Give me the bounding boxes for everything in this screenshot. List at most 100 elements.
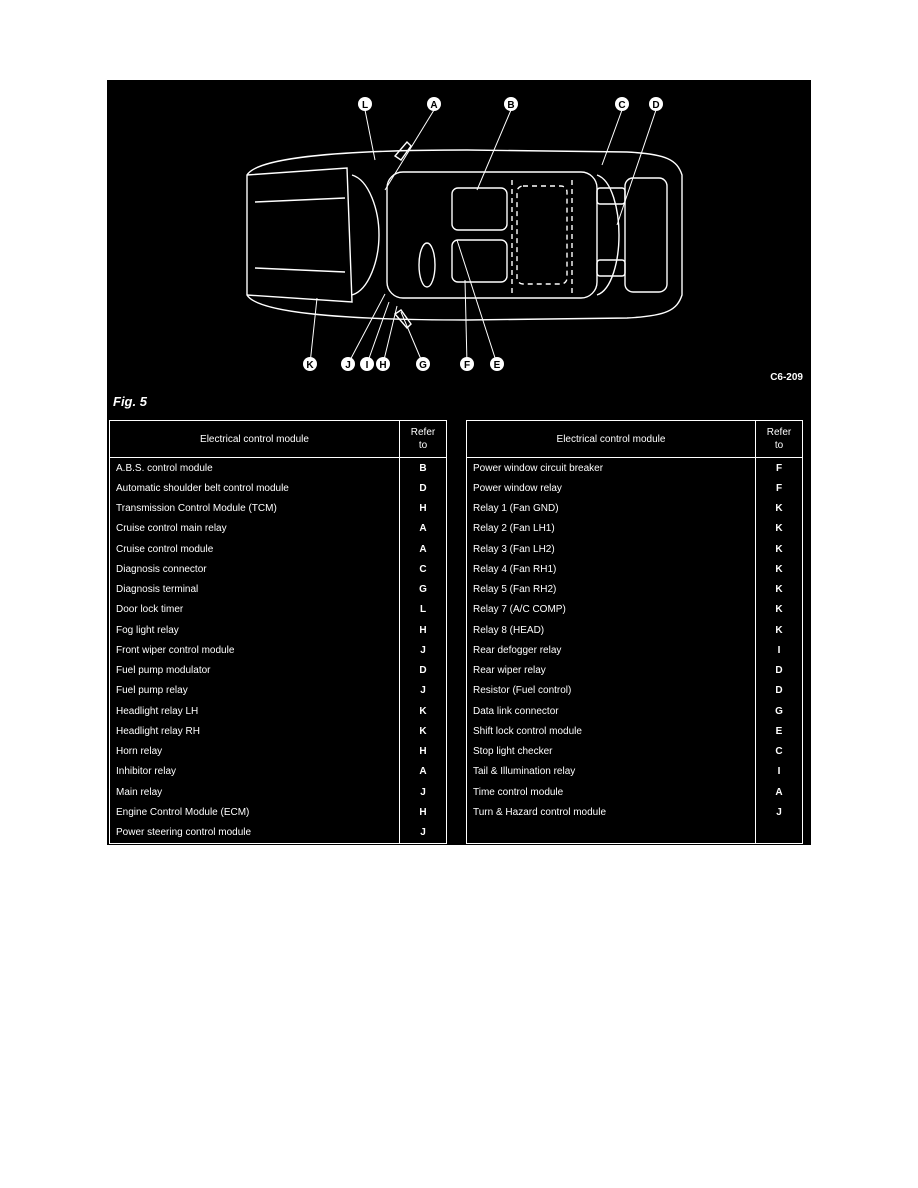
- car-cabin: [386, 171, 598, 299]
- module-name-cell: Door lock timer: [109, 599, 400, 620]
- module-name-cell: Relay 1 (Fan GND): [466, 498, 756, 519]
- svg-text:G: G: [419, 360, 427, 371]
- header-refer-line1: Refer: [766, 427, 792, 438]
- car-body-outline: [246, 149, 683, 321]
- callout-C: C: [615, 97, 629, 111]
- table-row: Headlight relay RH K: [109, 721, 447, 742]
- callout-A: A: [427, 97, 441, 111]
- refer-to-cell: K: [775, 503, 783, 515]
- callout-J: J: [341, 357, 355, 371]
- module-name-cell: Fog light relay: [109, 620, 400, 641]
- callout-H: H: [376, 357, 390, 371]
- table-row: A.B.S. control module B: [109, 457, 447, 479]
- table-row: Fog light relay H: [109, 620, 447, 641]
- figure-caption: Fig. 5: [113, 394, 147, 409]
- callout-G: G: [416, 357, 430, 371]
- header-refer-line2: to: [418, 440, 428, 451]
- module-name-cell: Transmission Control Module (TCM): [109, 498, 400, 519]
- refer-to-cell: K: [419, 725, 427, 737]
- module-name-cell: Data link connector: [466, 701, 756, 722]
- table-row: Transmission Control Module (TCM) H: [109, 498, 447, 519]
- refer-to-cell: J: [420, 786, 426, 798]
- module-name-cell: Diagnosis terminal: [109, 579, 400, 600]
- module-name-cell: Tail & Illumination relay: [466, 761, 756, 782]
- module-name-cell: Relay 8 (HEAD): [466, 620, 756, 641]
- module-name-cell: Horn relay: [109, 741, 400, 762]
- refer-to-cell: F: [775, 482, 783, 494]
- refer-to-cell: J: [420, 644, 426, 656]
- header-refer: Refer to: [399, 420, 447, 458]
- svg-text:J: J: [345, 360, 351, 371]
- header-refer: Refer to: [755, 420, 803, 458]
- module-name-cell: Inhibitor relay: [109, 761, 400, 782]
- module-name-cell: Main relay: [109, 782, 400, 803]
- refer-to-cell: K: [419, 705, 427, 717]
- refer-to-cell: H: [419, 746, 427, 758]
- svg-text:A: A: [430, 100, 437, 111]
- svg-text:C: C: [618, 100, 625, 111]
- refer-to-cell: G: [419, 584, 427, 596]
- table-row: Inhibitor relay A: [109, 761, 447, 782]
- refer-to-cell: G: [775, 705, 783, 717]
- table-row: Relay 8 (HEAD)K: [466, 620, 803, 641]
- car-windshield: [351, 174, 380, 296]
- table-row: Relay 4 (Fan RH1)K: [466, 559, 803, 580]
- module-name-cell: Turn & Hazard control module: [466, 802, 756, 823]
- module-name-cell: Headlight relay LH: [109, 701, 400, 722]
- module-name-cell: Relay 3 (Fan LH2): [466, 539, 756, 560]
- module-table-right: Electrical control module Refer to Power…: [466, 420, 803, 844]
- module-name-cell: Diagnosis connector: [109, 559, 400, 580]
- module-name-cell: Headlight relay RH: [109, 721, 400, 742]
- module-name-cell: Resistor (Fuel control): [466, 680, 756, 701]
- module-name-cell: Automatic shoulder belt control module: [109, 478, 400, 499]
- table-row: Data link connector G: [466, 701, 803, 722]
- module-name-cell: [466, 822, 756, 844]
- table-row: Front wiper control module J: [109, 640, 447, 661]
- figure-code: C6-209: [770, 372, 803, 383]
- table-row: Horn relay H: [109, 741, 447, 762]
- module-name-cell: Power window circuit breaker: [466, 457, 756, 479]
- module-name-cell: A.B.S. control module: [109, 457, 400, 479]
- refer-to-cell: D: [419, 665, 427, 677]
- refer-to-cell: A: [419, 543, 427, 555]
- refer-to-cell: J: [420, 685, 426, 697]
- table-row: Relay 3 (Fan LH2)K: [466, 539, 803, 560]
- refer-to-cell: H: [419, 624, 427, 636]
- refer-to-cell: C: [775, 746, 783, 758]
- refer-to-cell: [756, 823, 803, 844]
- callout-B: B: [504, 97, 518, 111]
- table-header-row: Electrical control module Refer to: [109, 420, 447, 458]
- refer-to-cell: J: [776, 806, 782, 818]
- svg-text:E: E: [494, 360, 501, 371]
- svg-text:K: K: [306, 360, 314, 371]
- module-name-cell: Front wiper control module: [109, 640, 400, 661]
- refer-to-cell: F: [775, 462, 783, 474]
- svg-text:D: D: [652, 100, 659, 111]
- refer-to-cell: A: [419, 766, 427, 778]
- refer-to-cell: B: [419, 462, 427, 474]
- refer-to-cell: K: [775, 563, 783, 575]
- module-name-cell: Relay 5 (Fan RH2): [466, 579, 756, 600]
- refer-to-cell: C: [419, 563, 427, 575]
- callout-E: E: [490, 357, 504, 371]
- table-row: [466, 822, 803, 844]
- svg-text:B: B: [507, 100, 514, 111]
- header-module: Electrical control module: [109, 420, 400, 458]
- table-row: Turn & Hazard control module J: [466, 802, 803, 823]
- refer-to-cell: H: [419, 503, 427, 515]
- callout-K: K: [303, 357, 317, 371]
- table-row: Diagnosis terminal G: [109, 579, 447, 600]
- refer-to-cell: D: [775, 685, 783, 697]
- module-name-cell: Fuel pump relay: [109, 680, 400, 701]
